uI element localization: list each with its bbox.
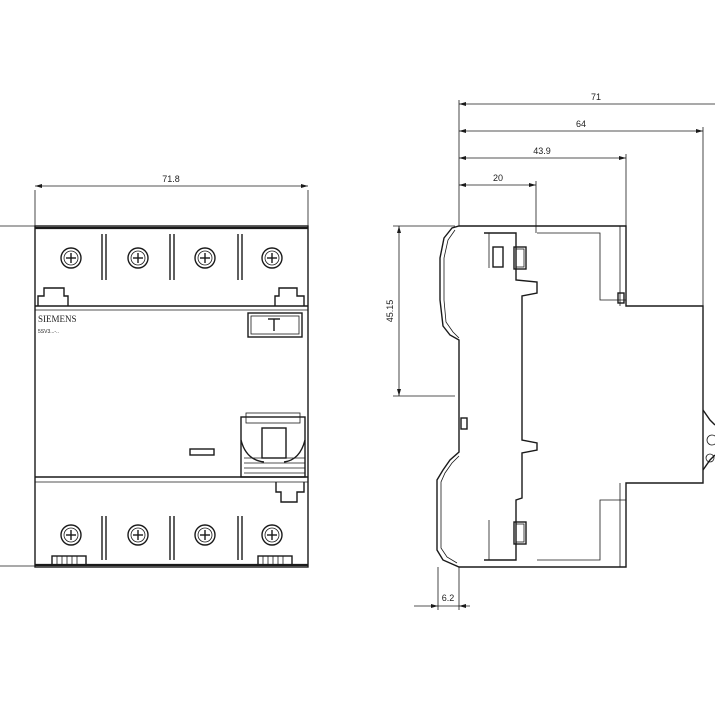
side-dimension-45-15: 45.15 (385, 225, 455, 397)
side-dimension-43-9-label: 43.9 (533, 146, 551, 156)
side-clip (492, 246, 504, 268)
model-label: 5SV3...-.. (38, 329, 59, 335)
side-body-outline (436, 225, 704, 568)
screw-icon (261, 524, 283, 546)
screw-icon (127, 524, 149, 546)
screw-icon (261, 247, 283, 269)
top-terminal-block (35, 234, 308, 311)
side-dimension-64: 64 (459, 119, 704, 420)
side-dimension-6-2-label: 6.2 (442, 593, 455, 603)
front-width-dimension: 71.8 (34, 174, 309, 226)
front-body-outline (34, 225, 309, 568)
screw-icon (194, 247, 216, 269)
side-dimension-6-2: 6.2 (414, 567, 470, 610)
side-dimension-20: 20 (459, 173, 537, 233)
bottom-terminal-block (35, 476, 308, 566)
test-button-icon (247, 312, 303, 338)
side-clip (513, 521, 527, 545)
screw-icon (60, 247, 82, 269)
side-view: 71 64 43.9 20 (385, 92, 715, 610)
screw-icon (127, 247, 149, 269)
front-width-label: 71.8 (162, 174, 180, 184)
screw-icon (60, 524, 82, 546)
side-dimension-43-9: 43.9 (459, 146, 627, 226)
side-dimension-71: 71 (459, 92, 715, 106)
screw-icon (194, 524, 216, 546)
side-dimension-64-label: 64 (576, 119, 586, 129)
front-view: 71.8 (0, 174, 309, 568)
side-dimension-71-label: 71 (591, 92, 601, 102)
side-dimension-45-15-label: 45.15 (385, 300, 395, 323)
indicator-window (189, 448, 215, 456)
side-clip (513, 246, 527, 270)
side-dimension-20-label: 20 (493, 173, 503, 183)
toggle-lever-icon (240, 412, 306, 478)
brand-label: SIEMENS (38, 314, 77, 324)
